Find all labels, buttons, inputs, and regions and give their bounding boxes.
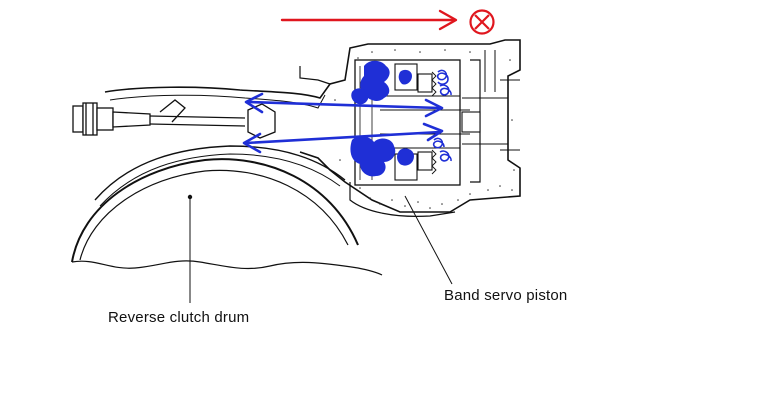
stop-cross-icon: [469, 9, 495, 35]
case-texture: [334, 49, 515, 209]
band-servo-piston-label: Band servo piston: [444, 287, 568, 304]
transmission-case: [104, 39, 521, 217]
band-adjusting-bolt: [72, 99, 276, 139]
direction-arrow: [280, 9, 458, 31]
fluid-pressure-markings: [242, 60, 452, 177]
reverse-clutch-drum-label: Reverse clutch drum: [108, 309, 250, 326]
reverse-clutch-drum: [71, 145, 383, 303]
